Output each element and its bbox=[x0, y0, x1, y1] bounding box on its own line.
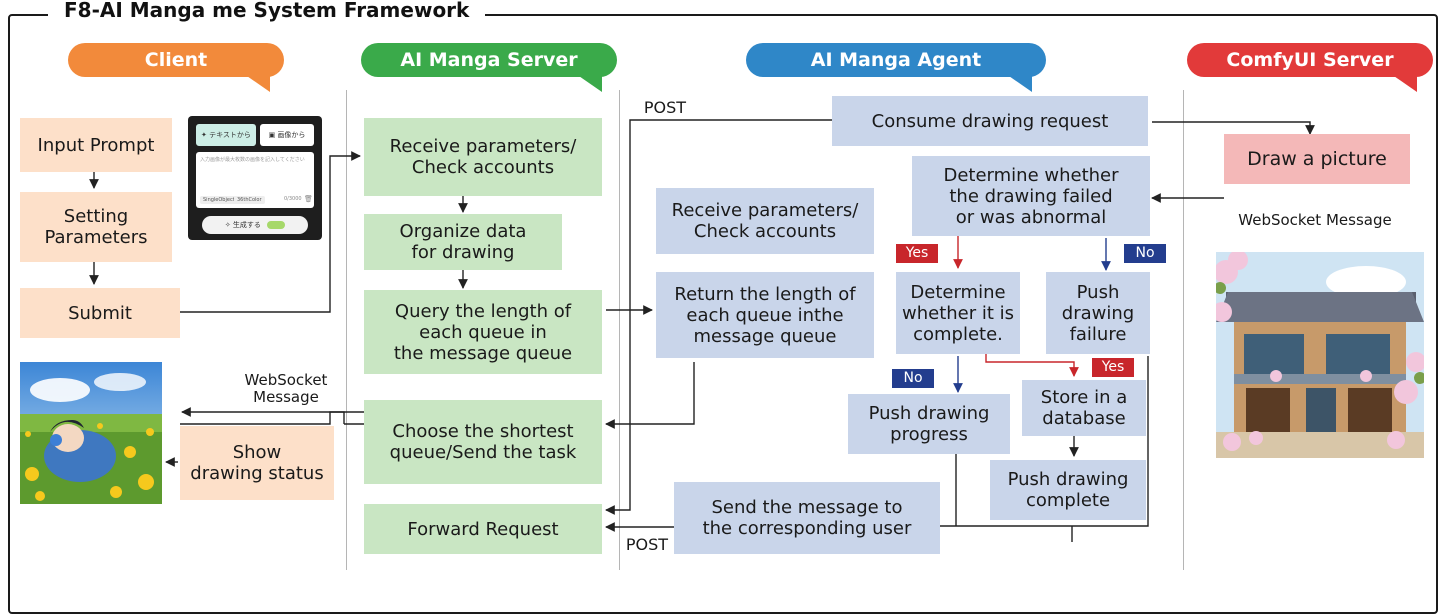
choose-queue-box: Choose the shortest queue/Send the task bbox=[364, 400, 602, 484]
push-failure-box: Push drawing failure bbox=[1046, 272, 1150, 354]
lane-header-agent-tail bbox=[1006, 74, 1032, 92]
draw-picture-box: Draw a picture bbox=[1224, 134, 1410, 184]
sleeping-girl-illustration bbox=[20, 362, 162, 504]
lane-header-server: AI Manga Server bbox=[361, 43, 617, 77]
diagram-title: F8-AI Manga me System Framework bbox=[48, 0, 486, 24]
server-receive-box: Receive parameters/ Check accounts bbox=[364, 118, 602, 196]
yes-tag-2: Yes bbox=[1092, 358, 1134, 377]
image-icon: ▣ bbox=[268, 131, 278, 139]
separator-agent-comfy bbox=[1183, 90, 1184, 570]
push-progress-box: Push drawing progress bbox=[848, 394, 1010, 454]
yes-tag-1: Yes bbox=[896, 244, 938, 263]
separator-client-server bbox=[346, 90, 347, 570]
no-tag-1: No bbox=[1124, 244, 1166, 263]
consume-request-box: Consume drawing request bbox=[832, 96, 1148, 146]
determine-complete-box: Determine whether it is complete. bbox=[896, 272, 1020, 354]
show-status-box: Show drawing status bbox=[180, 426, 334, 500]
prompt-ui-screenshot: ✦ テキストから ▣ 画像から 入力画像が最大枚数の画像を記入してください Si… bbox=[188, 116, 322, 240]
lane-header-comfy-tail bbox=[1391, 74, 1417, 92]
separator-server-agent bbox=[619, 90, 620, 570]
no-tag-2: No bbox=[892, 369, 934, 388]
comfy-websocket-label: WebSocket Message bbox=[1238, 211, 1392, 229]
query-queue-box: Query the length of each queue in the me… bbox=[364, 290, 602, 374]
return-length-box: Return the length of each queue inthe me… bbox=[656, 272, 874, 358]
trash-icon: 🗑 bbox=[304, 195, 313, 203]
lane-header-client: Client bbox=[68, 43, 284, 77]
post-label-bottom: POST bbox=[625, 535, 669, 554]
mock-credit-chip bbox=[267, 221, 286, 229]
setting-parameters-box: Setting Parameters bbox=[20, 192, 172, 262]
lane-header-agent: AI Manga Agent bbox=[746, 43, 1046, 77]
push-complete-box: Push drawing complete bbox=[990, 460, 1146, 520]
mock-generate-button: ✧ 生成する bbox=[202, 216, 308, 234]
sparkle-icon: ✧ bbox=[224, 221, 233, 229]
mock-counter: 0/3000 bbox=[284, 196, 302, 202]
bookshop-illustration bbox=[1216, 252, 1424, 458]
lane-header-client-tail bbox=[244, 74, 270, 92]
agent-receive-box: Receive parameters/ Check accounts bbox=[656, 188, 874, 254]
mock-chip-2: 36thColor bbox=[234, 196, 265, 204]
client-websocket-label: WebSocket Message bbox=[244, 371, 328, 406]
forward-request-box: Forward Request bbox=[364, 504, 602, 554]
post-label-top: POST bbox=[643, 98, 687, 117]
mock-placeholder: 入力画像が最大枚数の画像を記入してください bbox=[200, 157, 305, 163]
organize-data-box: Organize data for drawing bbox=[364, 214, 562, 270]
mock-tab-text: ✦ テキストから bbox=[196, 124, 256, 146]
mock-tab-image: ▣ 画像から bbox=[260, 124, 314, 146]
connector-lines bbox=[89, 119, 1315, 542]
sparkle-icon: ✦ bbox=[201, 131, 210, 139]
determine-failed-box: Determine whether the drawing failed or … bbox=[912, 156, 1150, 236]
send-message-box: Send the message to the corresponding us… bbox=[674, 482, 940, 554]
lane-header-server-tail bbox=[576, 74, 602, 92]
mock-chip-1: SingleObject bbox=[200, 196, 238, 204]
input-prompt-box: Input Prompt bbox=[20, 118, 172, 172]
submit-box: Submit bbox=[20, 288, 180, 338]
lane-header-comfy: ComfyUI Server bbox=[1187, 43, 1433, 77]
diagram-page: F8-AI Manga me System Framework Client A… bbox=[8, 0, 1438, 614]
store-database-box: Store in a database bbox=[1022, 380, 1146, 436]
